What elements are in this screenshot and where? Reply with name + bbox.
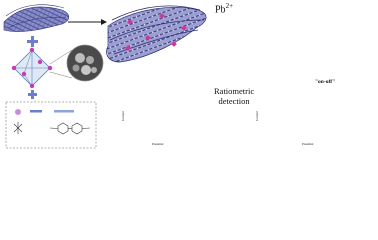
fabric-with-mof — [106, 5, 207, 63]
left-plot-ylabel: Current — [121, 111, 125, 121]
plus-icon — [27, 36, 38, 47]
right-plot-xlabel: Potential — [302, 142, 314, 146]
sem-image-inset — [49, 44, 104, 82]
ratiometric-detection-label: Ratiometric detection — [214, 86, 255, 106]
plus-icon — [28, 90, 37, 99]
ligand-box — [5, 101, 97, 149]
lead-ion-label: Pb2+ — [215, 2, 234, 16]
right-plot-ylabel: Current — [255, 111, 259, 121]
octahedron-icon — [11, 47, 53, 89]
on-off-label: "on-off" — [315, 79, 336, 85]
diagram-canvas — [3, 4, 207, 149]
carbon-fabric-small — [3, 4, 70, 32]
left-plot-xlabel: Potential — [152, 142, 164, 146]
